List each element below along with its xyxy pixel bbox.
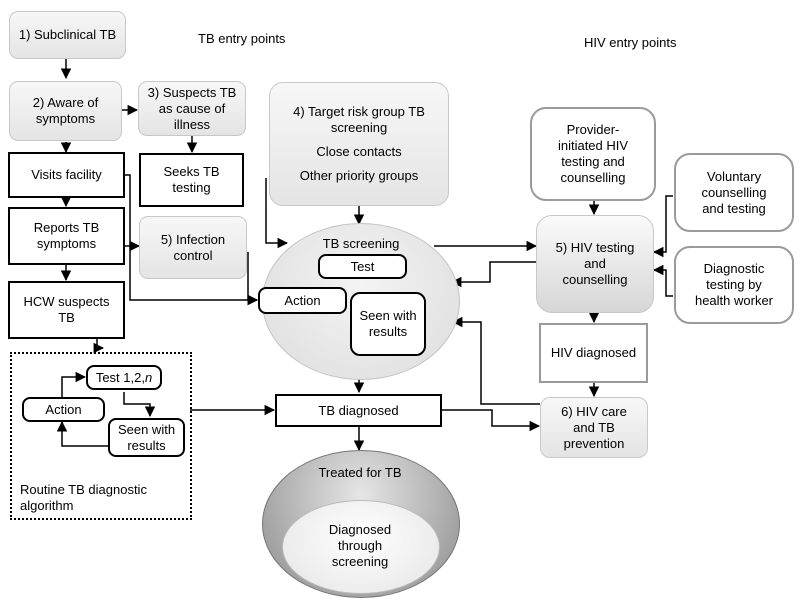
routine-algorithm-caption: Routine TB diagnostic algorithm: [20, 482, 147, 513]
hcw-suspects-tb-node: HCW suspects TB: [8, 281, 125, 339]
suspects-tb-node: 3) Suspects TB as cause of illness: [138, 81, 246, 136]
screening-action-node: Action: [258, 287, 347, 314]
hiv-care-tb-prevention-node: 6) HIV care and TB prevention: [540, 397, 648, 458]
seeks-tb-testing-node: Seeks TB testing: [139, 153, 244, 207]
screening-test-node: Test: [318, 254, 407, 279]
tb-screening-label: TB screening: [322, 236, 400, 251]
screening-seen-with-results-node: Seen with results: [350, 292, 426, 356]
close-contacts-label: Close contacts: [316, 144, 402, 159]
tb-diagnosed-node: TB diagnosed: [275, 394, 442, 427]
voluntary-counselling-node: Voluntary counselling and testing: [674, 153, 794, 232]
target-risk-group-node: 4) Target risk group TB screening Close …: [269, 82, 449, 206]
hiv-testing-counselling-node: 5) HIV testing and counselling: [536, 215, 654, 313]
target-risk-group-title: 4) Target risk group TB screening: [293, 104, 425, 135]
diagnosed-through-screening-label: Diagnosed through screening: [328, 522, 392, 569]
visits-facility-node: Visits facility: [8, 152, 125, 198]
routine-seen-with-results-node: Seen with results: [108, 418, 185, 457]
routine-algorithm-frame: [10, 352, 192, 520]
diagnostic-testing-node: Diagnostic testing by health worker: [674, 246, 794, 324]
reports-tb-symptoms-node: Reports TB symptoms: [8, 207, 125, 265]
hiv-entry-heading: HIV entry points: [584, 35, 677, 50]
provider-initiated-hiv-node: Provider- initiated HIV testing and coun…: [530, 107, 656, 201]
routine-test-label: Test 1,2,: [95, 369, 145, 385]
routine-test-node: Test 1,2,n: [86, 365, 162, 390]
routine-action-node: Action: [22, 397, 105, 422]
treated-for-tb-label: Treated for TB: [318, 465, 402, 480]
routine-test-n: n: [144, 369, 153, 385]
subclinical-tb-node: 1) Subclinical TB: [9, 11, 126, 59]
other-priority-groups-label: Other priority groups: [299, 168, 419, 183]
diagnosed-through-screening-ellipse: [282, 500, 440, 594]
hiv-diagnosed-node: HIV diagnosed: [539, 323, 648, 383]
aware-of-symptoms-node: 2) Aware of symptoms: [9, 81, 122, 141]
infection-control-node: 5) Infection control: [139, 216, 247, 279]
tb-entry-heading: TB entry points: [198, 31, 286, 46]
